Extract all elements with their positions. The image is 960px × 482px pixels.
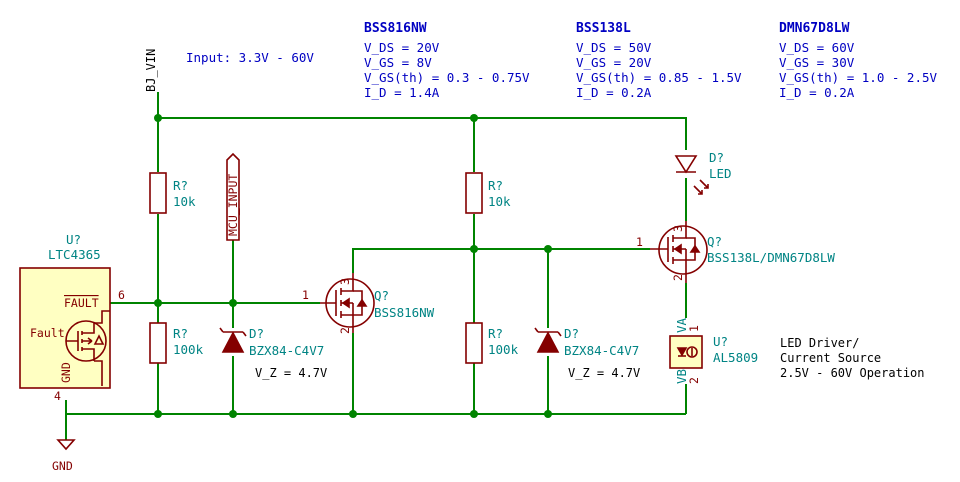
spec-block-dmn67d8lw: DMN67D8LW V_DS = 60V V_GS = 30V V_GS(th)… [779, 21, 938, 100]
spec-line: I_D = 0.2A [576, 85, 652, 100]
spec-line: V_GS = 20V [576, 55, 652, 70]
pin-gnd: GND [59, 362, 73, 383]
pin-va: VA [674, 317, 689, 333]
ref: U? [713, 334, 728, 349]
value: 100k [173, 342, 204, 357]
mcu-input-text: MCU_INPUT [226, 174, 240, 236]
pin-vb: VB [674, 369, 689, 384]
spec-title: BSS816NW [364, 21, 427, 36]
resistor-r2: R? 100k [149, 322, 204, 364]
spec-line: V_GS = 8V [364, 55, 432, 70]
pin-fault-bar: FAULT [64, 296, 99, 310]
value: BZX84-C4V7 [249, 343, 324, 358]
note: V_Z = 4.7V [255, 366, 327, 380]
ref: Q? [374, 288, 389, 303]
note-line: Current Source [780, 351, 881, 365]
resistor-r4: R? 100k [465, 322, 519, 364]
zener-d1: D? BZX84-C4V7 V_Z = 4.7V [219, 326, 327, 380]
note-line: 2.5V - 60V Operation [780, 366, 925, 380]
pin-num-gnd: 4 [54, 389, 61, 403]
spec-title: DMN67D8LW [779, 21, 850, 36]
spec-line: V_GS = 30V [779, 55, 855, 70]
ref: D? [249, 326, 264, 341]
ref: D? [564, 326, 579, 341]
ic-al5809: VA VB 1 2 U? AL5809 [669, 317, 758, 384]
resistor-r1: R? 10k [149, 172, 196, 214]
spec-line: I_D = 0.2A [779, 85, 855, 100]
ref: R? [173, 178, 188, 193]
value: BSS816NW [374, 305, 435, 320]
value: BZX84-C4V7 [564, 343, 639, 358]
spec-line: I_D = 1.4A [364, 85, 440, 100]
ref: R? [173, 326, 188, 341]
spec-line: V_GS(th) = 0.85 - 1.5V [576, 70, 742, 85]
ref: Q? [707, 234, 722, 249]
spec-line: V_DS = 20V [364, 40, 440, 55]
spec-line: V_DS = 60V [779, 40, 855, 55]
spec-block-bss816nw: BSS816NW V_DS = 20V V_GS = 8V V_GS(th) =… [364, 21, 530, 100]
value: 10k [173, 194, 196, 209]
value: BSS138L/DMN67D8LW [707, 250, 835, 265]
pin2: 2 [671, 274, 685, 281]
spec-line: V_DS = 50V [576, 40, 652, 55]
zener-d2: D? BZX84-C4V7 V_Z = 4.7V [534, 326, 640, 380]
ref: U? [66, 232, 81, 247]
gnd-symbol: GND [52, 439, 76, 473]
pin1: 1 [687, 325, 701, 332]
led-d3: D? LED [674, 150, 732, 195]
net-label-mcu-input: MCU_INPUT [226, 152, 240, 241]
value: AL5809 [713, 350, 758, 365]
spec-line: V_GS(th) = 1.0 - 2.5V [779, 70, 938, 85]
spec-line: V_GS(th) = 0.3 - 0.75V [364, 70, 530, 85]
ref: R? [488, 178, 503, 193]
pin1: 1 [636, 235, 643, 249]
pin2: 2 [687, 377, 701, 384]
value: LED [709, 166, 732, 181]
pin3: 3 [338, 278, 352, 285]
net-label-bj-vin: BJ_VIN [144, 49, 158, 92]
note: V_Z = 4.7V [568, 366, 640, 380]
ref: D? [709, 150, 724, 165]
input-note: Input: 3.3V - 60V [186, 50, 314, 65]
pin-num-fault: 6 [118, 288, 125, 302]
pin3: 3 [671, 225, 685, 232]
junctions [154, 114, 552, 418]
value: 10k [488, 194, 511, 209]
pin-fault: Fault [30, 326, 65, 340]
pin2: 2 [338, 327, 352, 334]
value: 100k [488, 342, 519, 357]
note-line: LED Driver/ [780, 336, 859, 350]
mosfet-q1: 1 3 2 Q? BSS816NW [302, 273, 435, 334]
resistor-r3: R? 10k [465, 172, 511, 214]
pin1: 1 [302, 288, 309, 302]
spec-block-bss138l: BSS138L V_DS = 50V V_GS = 20V V_GS(th) =… [576, 21, 742, 100]
wires [65, 92, 687, 440]
value: LTC4365 [48, 247, 101, 262]
mosfet-q2: 1 3 2 Q? BSS138L/DMN67D8LW [636, 221, 835, 283]
gnd-label: GND [52, 459, 73, 473]
ref: R? [488, 326, 503, 341]
ic-ltc4365: U? LTC4365 FAULT 6 Fault GND 4 [19, 232, 125, 403]
led-driver-note: LED Driver/ Current Source 2.5V - 60V Op… [780, 336, 925, 380]
spec-title: BSS138L [576, 21, 631, 36]
